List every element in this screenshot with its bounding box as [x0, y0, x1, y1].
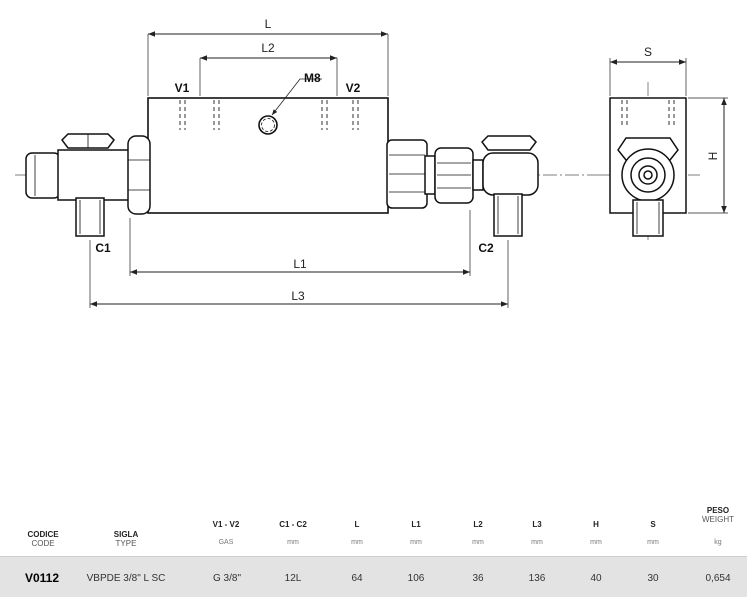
- unit-peso: kg: [714, 539, 722, 546]
- unit-l1: mm: [410, 539, 422, 546]
- cell-v1v2: G 3/8": [212, 573, 242, 584]
- label-c2: C2: [478, 241, 494, 255]
- label-l3: L3: [291, 289, 305, 303]
- technical-drawing: L L2 M8 V1 V2 C1 C2 L1 L3 S H: [15, 17, 728, 308]
- cell-s: 30: [647, 573, 659, 584]
- valve-body: [147, 97, 389, 214]
- label-h: H: [706, 152, 720, 161]
- cell-peso: 0,654: [705, 573, 731, 584]
- label-l1: L1: [293, 257, 307, 271]
- cell-h: 40: [590, 573, 602, 584]
- unit-v1v2: GAS: [218, 539, 234, 546]
- cell-l2: 36: [472, 573, 484, 584]
- table-header: CODICE CODE SIGLA TYPE V1 - V2 GAS C1 - …: [0, 504, 747, 556]
- header-c1c2: C1 - C2: [279, 520, 307, 529]
- header-type: TYPE: [115, 539, 137, 548]
- header-l1: L1: [411, 520, 421, 529]
- header-peso: PESO: [706, 506, 730, 515]
- header-l2: L2: [473, 520, 483, 529]
- table-row: V0112 VBPDE 3/8" L SC G 3/8" 12L 64 106 …: [0, 556, 747, 597]
- header-sigla: SIGLA: [113, 530, 139, 539]
- header-h: H: [593, 520, 599, 529]
- label-m8: M8: [304, 71, 321, 85]
- header-weight: WEIGHT: [702, 515, 734, 524]
- header-l: L: [354, 520, 360, 529]
- header-l3: L3: [532, 520, 542, 529]
- cell-l3: 136: [528, 573, 546, 584]
- unit-h: mm: [590, 539, 602, 546]
- cell-codice: V0112: [24, 571, 60, 585]
- label-l2: L2: [261, 41, 275, 55]
- unit-s: mm: [647, 539, 659, 546]
- c2-fitting: [386, 135, 539, 237]
- header-v1v2: V1 - V2: [212, 520, 240, 529]
- label-c1: C1: [95, 241, 111, 255]
- label-v1: V1: [175, 81, 190, 95]
- unit-l: mm: [351, 539, 363, 546]
- m8-hole: [258, 115, 278, 135]
- cell-c1c2: 12L: [284, 573, 302, 584]
- side-view: [609, 97, 687, 237]
- c1-fitting: [25, 133, 151, 237]
- unit-l2: mm: [472, 539, 484, 546]
- m8-leader: [271, 78, 322, 116]
- label-l: L: [265, 17, 272, 31]
- header-s: S: [650, 520, 656, 529]
- label-s: S: [644, 45, 652, 59]
- unit-l3: mm: [531, 539, 543, 546]
- header-codice: CODICE: [27, 530, 59, 539]
- header-code: CODE: [31, 539, 55, 548]
- label-v2: V2: [346, 81, 361, 95]
- cell-sigla: VBPDE 3/8" L SC: [86, 573, 166, 584]
- unit-c1c2: mm: [287, 539, 299, 546]
- cell-l1: 106: [407, 573, 425, 584]
- cell-l: 64: [351, 573, 363, 584]
